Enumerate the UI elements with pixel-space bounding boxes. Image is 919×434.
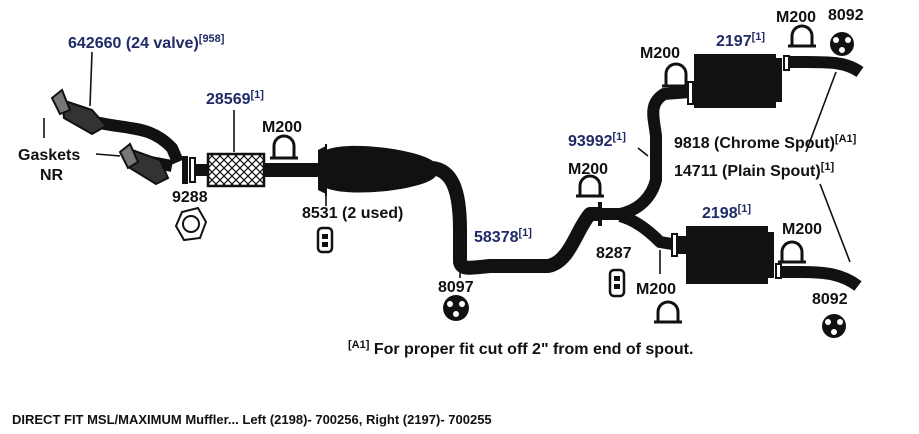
part-9288-label[interactable]: 9288: [172, 189, 208, 206]
hanger-8287[interactable]: [608, 268, 626, 298]
tailpipe-spout-lower: [782, 266, 862, 291]
front-catalytic-converter[interactable]: [50, 88, 184, 186]
gaskets-nr-label: NR: [40, 167, 64, 184]
clamp-m200-upper-right-label[interactable]: M200: [776, 9, 816, 26]
clamp-m200-lower-left[interactable]: [654, 300, 682, 324]
part-2198-label[interactable]: 2198[1]: [702, 203, 751, 222]
part-58378-label[interactable]: 58378[1]: [474, 227, 532, 246]
hanger-8092-top-label[interactable]: 8092: [828, 7, 864, 24]
hanger-8092-top[interactable]: [830, 32, 854, 56]
gasket-9288[interactable]: [174, 206, 208, 242]
part-28569-label[interactable]: 28569[1]: [206, 89, 264, 108]
clamp-m200-upper-left[interactable]: [662, 62, 690, 88]
clamp-m200-left[interactable]: [270, 134, 298, 160]
hanger-8092-bottom-label[interactable]: 8092: [812, 291, 848, 308]
hanger-8097-label[interactable]: 8097: [438, 279, 474, 296]
clamp-m200-center[interactable]: [576, 174, 604, 198]
y-pipe-93992[interactable]: [602, 86, 691, 250]
hanger-8531[interactable]: [316, 226, 334, 254]
catalytic-converter-28569[interactable]: [206, 152, 266, 188]
clamp-m200-lower-right-label[interactable]: M200: [782, 221, 822, 238]
clamp-m200-upper-right[interactable]: [788, 24, 816, 48]
muffler-2198[interactable]: [678, 226, 774, 284]
clamp-m200-lower-right[interactable]: [778, 240, 806, 264]
part-93992-label[interactable]: 93992[1]: [568, 131, 626, 150]
hanger-8287-label[interactable]: 8287: [596, 245, 632, 262]
clamp-m200-lower-left-label[interactable]: M200: [636, 281, 676, 298]
clamp-m200-left-label[interactable]: M200: [262, 119, 302, 136]
part-642660-label[interactable]: 642660 (24 valve)[958]: [68, 33, 225, 52]
hanger-8531-label[interactable]: 8531 (2 used): [302, 205, 403, 222]
part-2197-label[interactable]: 2197[1]: [716, 31, 765, 50]
spout-plain-label[interactable]: 14711 (Plain Spout)[1]: [674, 161, 834, 180]
tailpipe-spout-upper: [790, 56, 864, 78]
gaskets-label: Gaskets: [18, 147, 80, 164]
clamp-m200-upper-left-label[interactable]: M200: [640, 45, 680, 62]
muffler-2197[interactable]: [694, 54, 782, 108]
footer-text: DIRECT FIT MSL/MAXIMUM Muffler... Left (…: [12, 412, 492, 427]
resonator: [318, 144, 439, 196]
fit-note: [A1] For proper fit cut off 2" from end …: [348, 339, 693, 358]
clamp-m200-center-label[interactable]: M200: [568, 161, 608, 178]
spout-chrome-label[interactable]: 9818 (Chrome Spout)[A1]: [674, 133, 857, 152]
flange: [182, 156, 188, 184]
hanger-8092-bottom[interactable]: [822, 314, 846, 338]
hanger-8097[interactable]: [443, 295, 469, 321]
